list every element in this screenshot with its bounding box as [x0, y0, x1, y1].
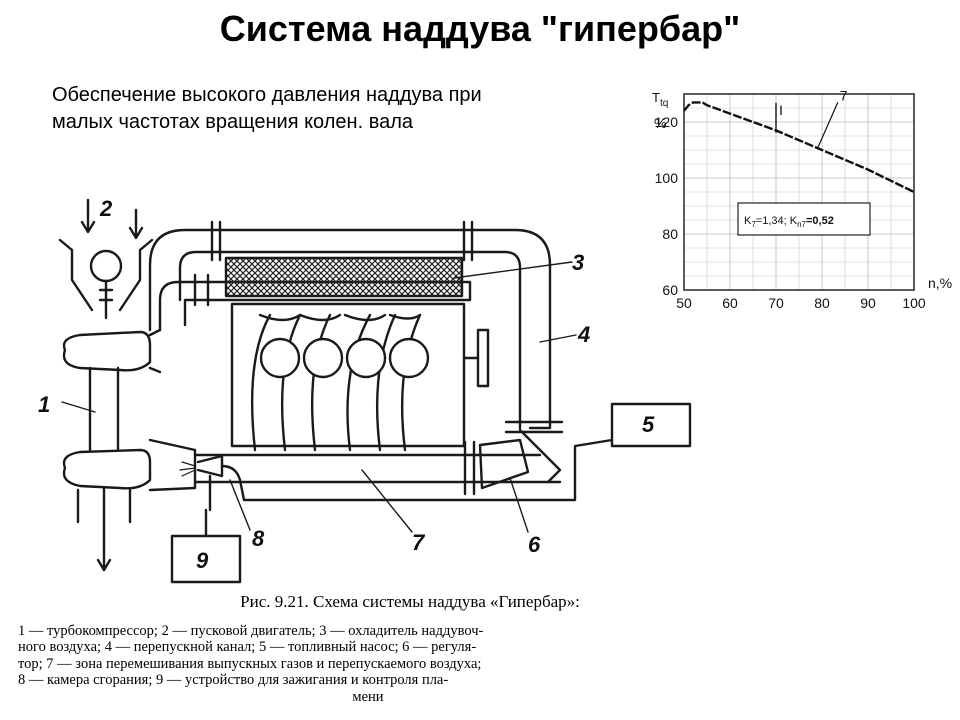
figure-caption: Рис. 9.21. Схема системы наддува «Гиперб… — [240, 592, 580, 611]
x-tick-label: 70 — [768, 295, 784, 311]
label-9: 9 — [196, 548, 209, 573]
coef-k2-val: =0,52 — [806, 215, 834, 227]
coef-k1-val: =1,34; — [756, 215, 790, 227]
label-8: 8 — [252, 526, 265, 551]
legend-line-3: тор; 7 — зона перемешивания выпускных га… — [18, 655, 482, 672]
cylinder-4 — [388, 337, 430, 379]
y-tick-label: 80 — [662, 226, 678, 242]
y-axis-label-main: T — [652, 90, 660, 105]
coef-k2: K — [790, 215, 798, 227]
subtitle-line-2: малых частотах вращения колен. вала — [52, 111, 414, 133]
y-tick-label: 60 — [662, 282, 678, 298]
label-5: 5 — [642, 412, 655, 437]
charge-air-cooler — [224, 256, 464, 298]
label-1: 1 — [38, 392, 50, 417]
subtitle: Обеспечение высокого давления наддува пр… — [52, 82, 612, 136]
y-tick-label: 100 — [655, 170, 679, 186]
figure-legend: 1 — турбокомпрессор; 2 — пусковой двигат… — [18, 623, 718, 705]
plot-frame — [683, 93, 915, 291]
x-tick-label: 90 — [860, 295, 876, 311]
air-intake — [58, 238, 154, 312]
legend-line-5: мени — [352, 688, 384, 705]
curve-label-7: 7 — [840, 87, 848, 103]
intake-pipe — [158, 280, 472, 332]
y-axis-label-sub: tq — [660, 98, 668, 109]
x-axis-label: n,% — [928, 275, 952, 291]
regulator — [478, 438, 530, 490]
cylinder-1 — [259, 337, 301, 379]
label-7: 7 — [412, 530, 426, 555]
cylinder-2 — [302, 337, 344, 379]
series-line — [683, 101, 915, 194]
x-tick-label: 100 — [902, 295, 926, 311]
compressor — [62, 330, 152, 372]
exhaust-collector — [193, 453, 562, 484]
y-tick-label: 120 — [655, 114, 679, 130]
upper-outer-pipe — [148, 228, 552, 430]
legend-line-2: ного воздуха; 4 — перепускной канал; 5 —… — [18, 639, 477, 656]
legend-line-4: 8 — камера сгорания; 9 — устройство для … — [18, 672, 449, 689]
coef-k1-sub: 7 — [751, 220, 756, 229]
y-axis-unit: % — [654, 115, 666, 131]
hyperbar-schematic: 1 2 3 4 5 6 7 8 9 — [38, 196, 692, 584]
label-6: 6 — [528, 532, 541, 557]
y-axis-label: Ttq — [652, 90, 668, 109]
coef-k1: K — [744, 215, 752, 227]
coefficient-text: K7=1,34; Kn7=0,52 — [744, 215, 834, 229]
fuel-line — [220, 438, 614, 502]
legend-line-1: 1 — турбокомпрессор; 2 — пусковой двигат… — [18, 623, 484, 639]
starter-motor — [89, 249, 123, 283]
turbo-shaft — [88, 366, 120, 452]
x-tick-label: 60 — [722, 295, 738, 311]
curve-label-leader — [816, 102, 839, 149]
x-tick-label: 80 — [814, 295, 830, 311]
label-3: 3 — [572, 250, 584, 275]
coef-k2-sub: n7 — [797, 220, 806, 229]
series-marker-label: I — [779, 102, 783, 118]
page-title: Система наддува "гипербар" — [219, 8, 741, 49]
turbine — [62, 448, 152, 490]
x-tick-label: 50 — [676, 295, 692, 311]
label-2: 2 — [99, 196, 113, 221]
cylinder-3 — [345, 337, 387, 379]
coefficient-box — [737, 202, 871, 236]
subtitle-line-1: Обеспечение высокого давления наддува пр… — [52, 84, 482, 106]
fuel-pump — [610, 402, 692, 448]
label-4: 4 — [577, 322, 590, 347]
